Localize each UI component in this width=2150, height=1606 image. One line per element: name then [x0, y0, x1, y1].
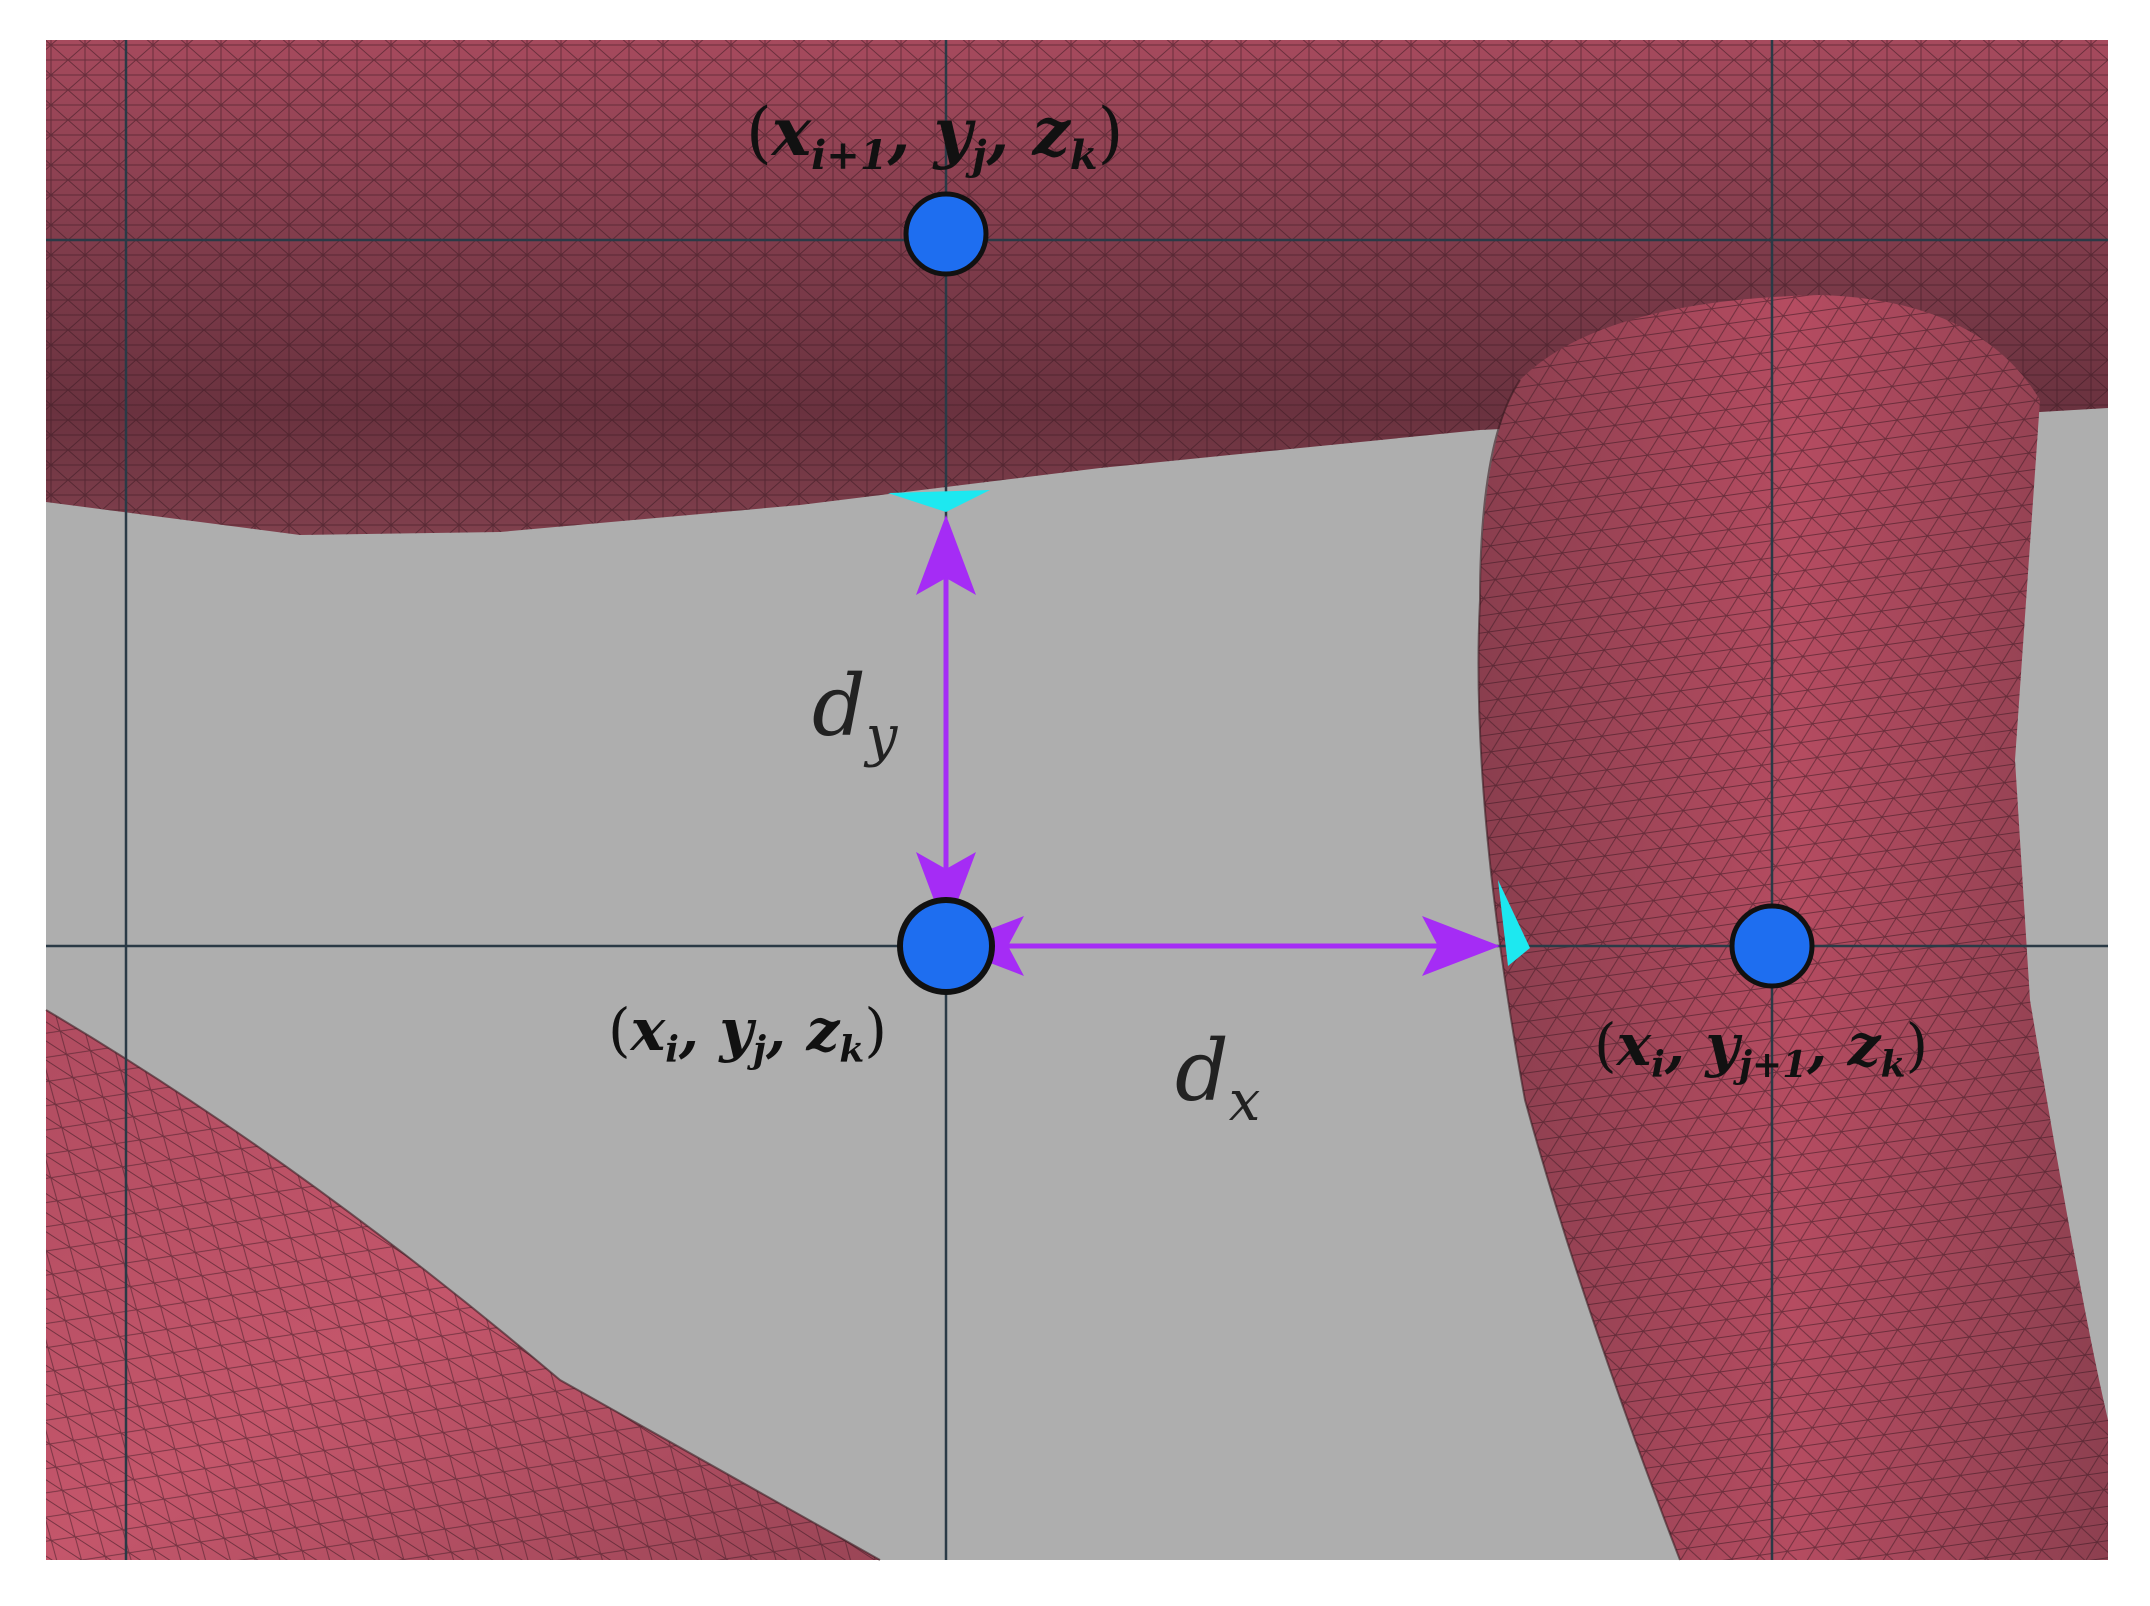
mesh-tube-lower-left: [45, 1009, 881, 1561]
grid-point-top: [903, 191, 989, 277]
label-point-right: (xi, yj+1, zk): [1594, 1011, 1928, 1086]
distance-arrows: [943, 545, 1455, 949]
dy-arrowhead-down: [916, 852, 976, 932]
dx-arrowhead-right: [1422, 916, 1500, 976]
grid-point-right: [1729, 903, 1815, 989]
label-point-top: (xi+1, yj, zk): [746, 93, 1123, 179]
label-dy: dy: [812, 657, 899, 769]
dy-arrowhead-up: [916, 515, 976, 595]
label-point-center: (xi, yj, zk): [608, 996, 887, 1071]
label-dx: dx: [1175, 1022, 1260, 1134]
intersection-marker-right: [1498, 880, 1530, 966]
intersection-marker-top: [888, 490, 990, 512]
grid-point-center: [897, 897, 995, 995]
